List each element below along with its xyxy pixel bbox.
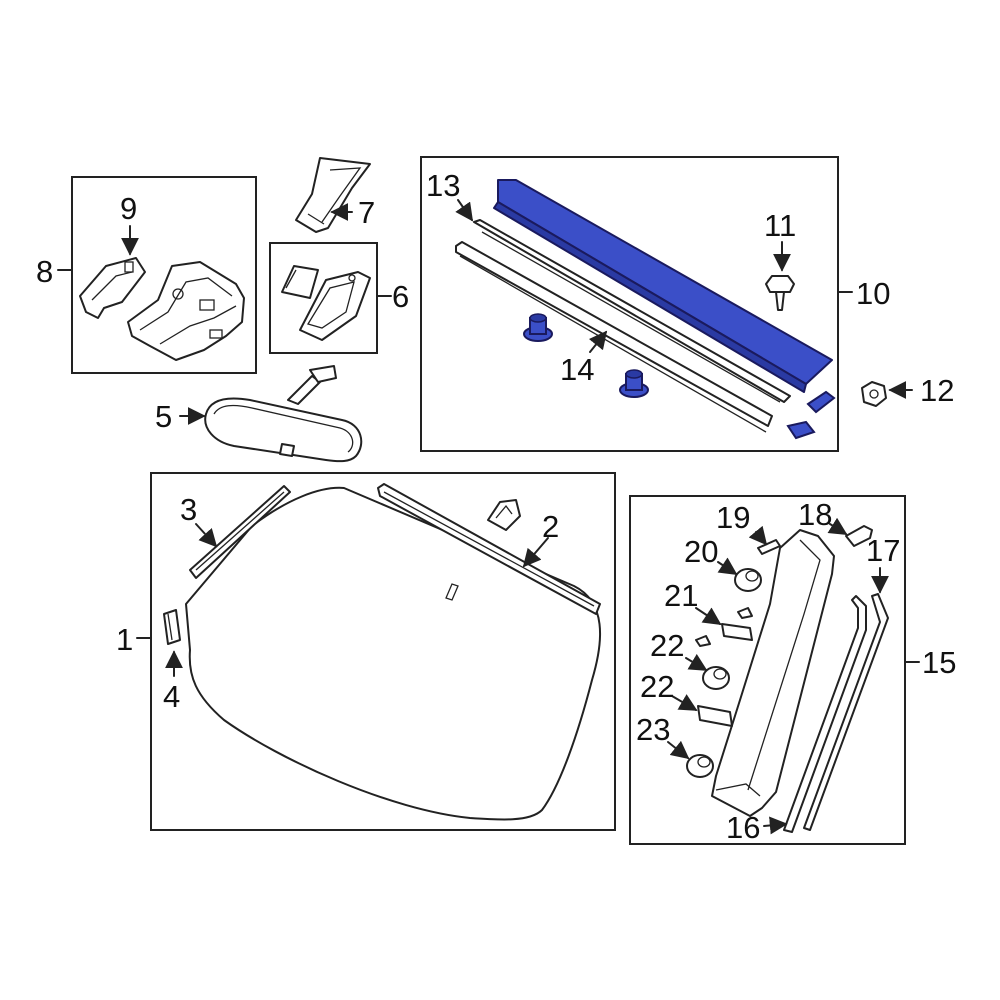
- group-box-10: [420, 156, 839, 452]
- group-box-15: [629, 495, 906, 845]
- bracket-part-8[interactable]: [127, 261, 245, 361]
- bracket-part-9[interactable]: [79, 257, 146, 319]
- clip-part-22b[interactable]: [695, 635, 730, 690]
- group-box-8: [71, 176, 257, 374]
- callout-1[interactable]: 1: [116, 622, 133, 657]
- callout-10[interactable]: 10: [856, 276, 890, 311]
- pad-part-10a[interactable]: [806, 390, 836, 414]
- seal-part-14[interactable]: [455, 241, 773, 433]
- group-box-6: [269, 242, 378, 354]
- callout-11[interactable]: 11: [764, 208, 796, 243]
- highlighted-cowl-panel-part-13[interactable]: [493, 179, 833, 393]
- callout-20[interactable]: 21: [664, 578, 698, 613]
- callout-7[interactable]: 7: [358, 195, 375, 230]
- molding-part-2[interactable]: [377, 483, 601, 615]
- callout-19[interactable]: 19: [716, 500, 750, 535]
- callout-22-upper[interactable]: 20: [684, 534, 718, 569]
- seal-part-17[interactable]: [783, 595, 867, 833]
- group-box-1: [150, 472, 616, 831]
- clip-part-14b[interactable]: [619, 369, 649, 398]
- callout-3[interactable]: 3: [180, 492, 197, 527]
- callout-4[interactable]: 4: [163, 679, 180, 714]
- push-pin-part-11[interactable]: [765, 275, 795, 311]
- callout-9[interactable]: 9: [120, 191, 137, 226]
- rain-sensor-part-6[interactable]: [299, 271, 371, 341]
- seal-part-17b[interactable]: [803, 593, 889, 831]
- tape-part-20[interactable]: [721, 607, 753, 641]
- spacer-part-4[interactable]: [163, 609, 181, 645]
- callout-12[interactable]: 12: [920, 373, 954, 408]
- sensor-pad-part[interactable]: [281, 265, 319, 299]
- tape-part-19[interactable]: [757, 539, 781, 555]
- leader-lines: [57, 199, 920, 835]
- bracket-part-2[interactable]: [487, 499, 521, 531]
- clip-part-18[interactable]: [845, 525, 873, 547]
- callout-labels: 1 2 3 4 5 6 7 8 9 10 11 12 13 14 15 16 1…: [36, 168, 956, 845]
- callout-14[interactable]: 14: [560, 352, 594, 387]
- weatherstrip-part-13[interactable]: [473, 219, 791, 403]
- callout-15[interactable]: 15: [922, 645, 956, 680]
- callout-16[interactable]: 16: [726, 810, 760, 845]
- rearview-mirror-part-5[interactable]: [204, 365, 363, 463]
- callout-13[interactable]: 13: [426, 168, 460, 203]
- callout-21[interactable]: 22: [640, 669, 674, 704]
- nut-part-12[interactable]: [861, 381, 887, 407]
- clip-part-22a[interactable]: [734, 568, 762, 592]
- callout-2[interactable]: 2: [542, 509, 559, 544]
- pad-part-10b[interactable]: [786, 420, 816, 440]
- clip-part-23[interactable]: [686, 754, 714, 778]
- windshield-glass-part-1[interactable]: [185, 486, 601, 821]
- molding-part-3[interactable]: [189, 485, 291, 579]
- tape-part-21[interactable]: [697, 705, 733, 727]
- callout-6[interactable]: 6: [392, 279, 409, 314]
- callout-5[interactable]: 5: [155, 399, 172, 434]
- callout-22-lower[interactable]: 22: [650, 628, 684, 663]
- callout-8[interactable]: 8: [36, 254, 53, 289]
- highlighted-panel-face: [497, 179, 833, 385]
- highlighted-panel-edge: [493, 201, 807, 393]
- pillar-trim-part-16[interactable]: [711, 529, 835, 817]
- callout-17[interactable]: 17: [866, 533, 900, 568]
- clip-part-14a[interactable]: [523, 313, 553, 342]
- callout-18[interactable]: 18: [798, 497, 832, 532]
- callout-23[interactable]: 23: [636, 712, 670, 747]
